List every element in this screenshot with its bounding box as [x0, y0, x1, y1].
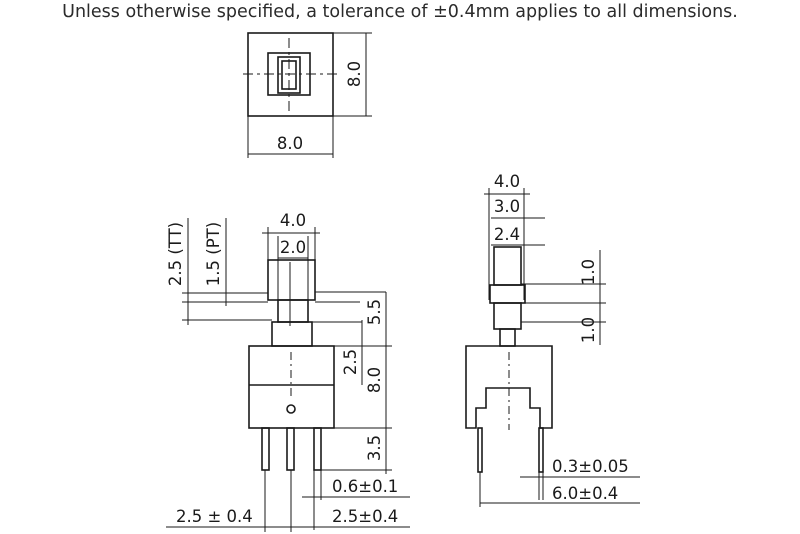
side-pin-thickness-label: 0.3±0.05 [552, 457, 629, 476]
side-plunger-stem [493, 302, 522, 330]
side-top-width-label: 4.0 [494, 172, 520, 191]
side-middle-width-label: 3.0 [494, 197, 520, 216]
front-plunger-stem [277, 299, 309, 323]
side-plunger-shoulder [489, 284, 526, 304]
front-stem-height-label: 5.5 [365, 299, 384, 325]
side-view: 4.0 3.0 2.4 1.0 1.0 0.3±0.05 6.0±0.4 [465, 172, 640, 507]
front-body-hole [286, 404, 296, 414]
front-inner-width-label: 2.0 [280, 238, 306, 257]
front-plunger-width-label: 4.0 [280, 211, 306, 230]
side-pin-left [477, 427, 483, 473]
front-body-height-label: 8.0 [365, 367, 384, 393]
top-view: 8.0 8.0 [243, 32, 372, 158]
front-travel-tt-label: 2.5 (TT) [166, 222, 185, 286]
front-pitch-right-label: 2.5±0.4 [332, 507, 398, 526]
front-pin-length-label: 3.5 [365, 435, 384, 461]
side-switch-body [465, 345, 553, 429]
front-pin-width-label: 0.6±0.1 [332, 477, 398, 496]
side-upper-gap-label: 1.0 [579, 259, 598, 285]
side-plunger-upper [493, 246, 522, 286]
front-stem-collar [271, 321, 313, 347]
top-view-height-label: 8.0 [345, 61, 364, 87]
front-view: 4.0 2.0 2.5 (TT) 1.5 (PT) [166, 211, 410, 532]
side-lower-gap-label: 1.0 [579, 317, 598, 343]
top-view-plunger [277, 56, 301, 94]
tolerance-note: Unless otherwise specified, a tolerance … [62, 2, 738, 22]
front-pin-left [261, 427, 270, 471]
front-pin-center [286, 427, 295, 471]
front-pin-right [313, 427, 322, 471]
side-plunger-tip [499, 328, 516, 347]
front-travel-pt-label: 1.5 (PT) [204, 222, 223, 286]
side-pin-right [538, 427, 544, 473]
side-pin-span-label: 6.0±0.4 [552, 484, 618, 503]
front-pitch-left-label: 2.5 ± 0.4 [176, 507, 253, 526]
side-inner-width-label: 2.4 [494, 225, 520, 244]
front-stroke-offset-label: 2.5 [341, 349, 360, 375]
top-view-width-label: 8.0 [277, 134, 303, 153]
